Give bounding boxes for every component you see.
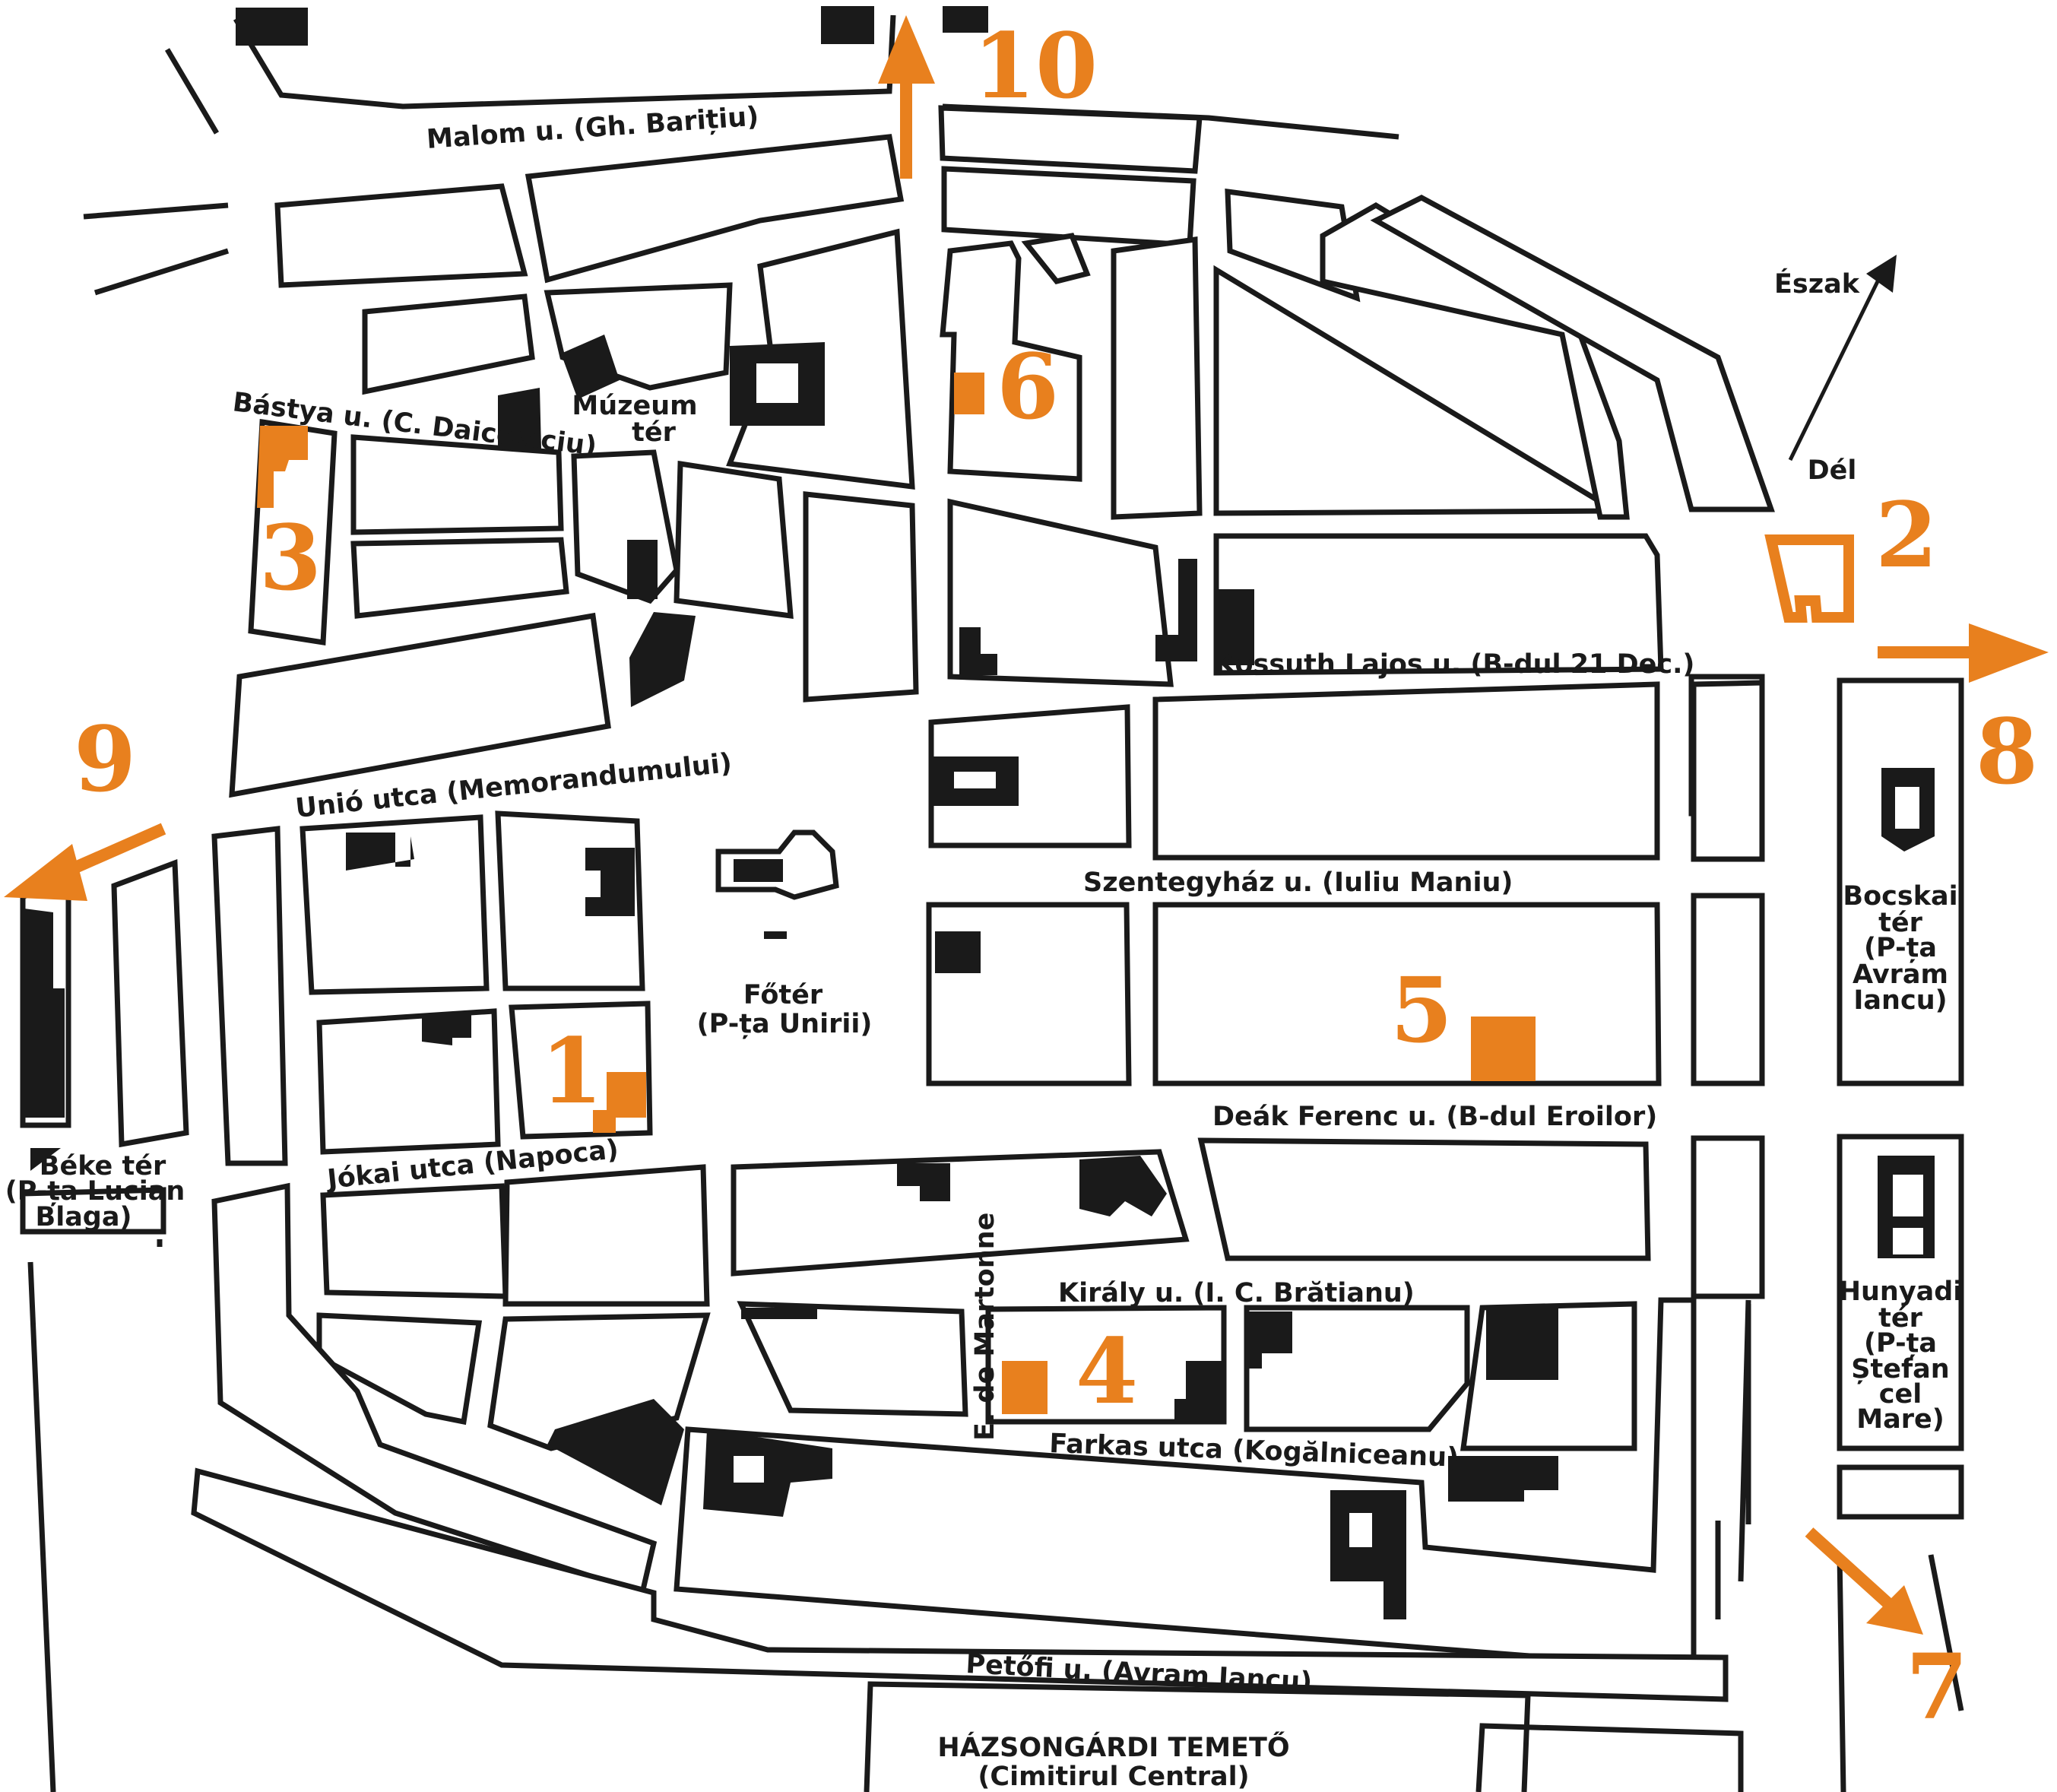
marker-5-building	[1471, 1017, 1536, 1081]
place-beke-2: (P-ța Lucian	[5, 1176, 185, 1207]
place-foter-2: (P-ța Unirii)	[697, 1009, 873, 1039]
marker-4-building	[1002, 1361, 1048, 1414]
marker-numbers: 1 2 3 4 5 6 7 8 9 10	[74, 13, 2038, 1740]
marker-number-5: 5	[1390, 957, 1453, 1063]
place-hunyadi-2: tér	[1878, 1303, 1922, 1334]
place-bocskai-3: (P-ța	[1864, 933, 1937, 963]
place-muzeum-1: Múzeum	[572, 391, 697, 421]
buildings	[24, 6, 1935, 1619]
place-cemetery-2: (Cimitirul Central)	[978, 1762, 1249, 1792]
compass-north: Észak	[1774, 268, 1860, 300]
street-szentegyhaz: Szentegyház u. (Iuliu Maniu)	[1083, 867, 1513, 898]
compass: Észak Dél	[1774, 255, 1897, 486]
street-deak: Deák Ferenc u. (B-dul Eroilor)	[1212, 1102, 1657, 1132]
north-arrow-icon	[1866, 255, 1897, 293]
place-foter-1: Főtér	[743, 980, 823, 1010]
marker-2-building	[1764, 534, 1854, 623]
place-beke-1: Béke tér	[40, 1151, 166, 1181]
marker-3-building	[257, 426, 308, 508]
marker-number-7: 7	[1906, 1634, 1968, 1740]
marker-number-6: 6	[997, 334, 1059, 439]
place-hunyadi-1: Hunyadi	[1839, 1277, 1963, 1307]
street-kossuth: Kossuth Lajos u. (B-dul 21 Dec.)	[1215, 649, 1694, 680]
place-cemetery-1: HÁZSONGÁRDI TEMETŐ	[937, 1731, 1289, 1763]
compass-south: Dél	[1808, 455, 1857, 486]
arrow-9	[65, 823, 166, 877]
place-labels: Múzeum tér Főtér (P-ța Unirii) Béke tér …	[5, 391, 1963, 1792]
street-martonne: E. de Martonne	[970, 1213, 1000, 1441]
place-bocskai-2: tér	[1878, 908, 1922, 938]
place-hunyadi-6: Mare)	[1856, 1404, 1944, 1435]
place-beke-3: Blaga)	[36, 1202, 132, 1232]
marker-1-building	[593, 1072, 646, 1133]
marker-number-3: 3	[259, 505, 322, 611]
place-bocskai-1: Bocskai	[1843, 881, 1957, 912]
marker-number-8: 8	[1976, 699, 2038, 804]
foter-church	[715, 829, 839, 939]
marker-number-10: 10	[973, 13, 1098, 119]
marker-number-4: 4	[1076, 1318, 1138, 1424]
street-kiraly: Király u. (I. C. Brătianu)	[1058, 1278, 1415, 1308]
arrow-7	[1805, 1527, 1894, 1609]
place-bocskai-5: Iancu)	[1853, 985, 1947, 1016]
marker-6-building	[954, 373, 984, 414]
markers	[4, 15, 2049, 1635]
place-hunyadi-5: cel	[1879, 1379, 1922, 1410]
place-bocskai-4: Avram	[1853, 959, 1948, 990]
marker-number-1: 1	[540, 1018, 603, 1124]
place-hunyadi-3: (P-ța	[1864, 1328, 1937, 1359]
place-muzeum-2: tér	[632, 417, 676, 448]
marker-number-2: 2	[1875, 482, 1938, 588]
place-hunyadi-4: Ștefan	[1851, 1354, 1949, 1384]
marker-number-9: 9	[74, 706, 136, 812]
